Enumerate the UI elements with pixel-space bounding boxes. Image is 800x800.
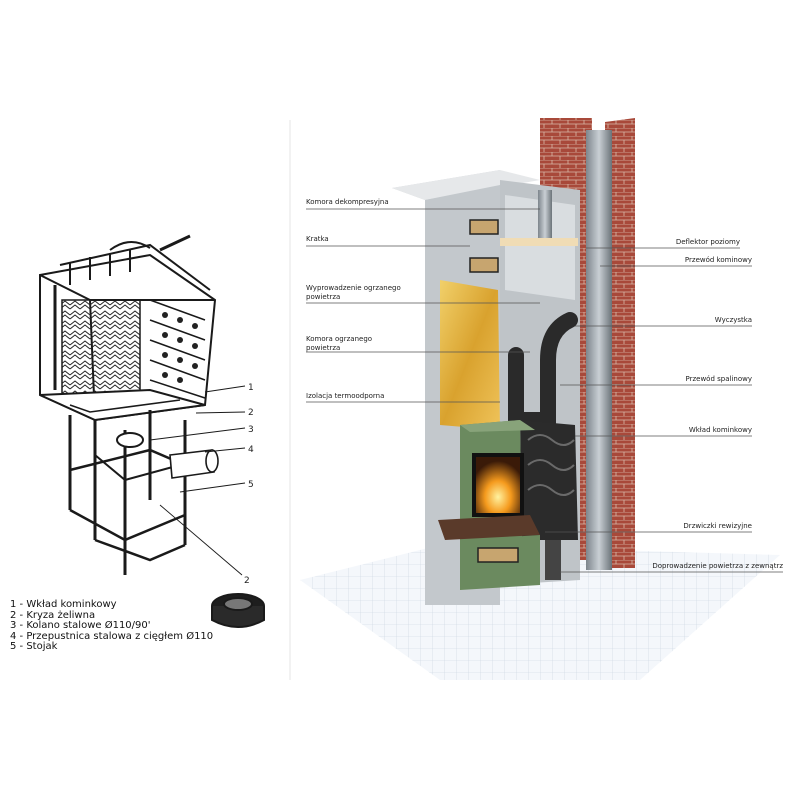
legend-item: 2 - Kryza żeliwna [10,609,96,621]
callout-label: Wyczystka [715,316,752,324]
brick-chimney-side [605,118,635,568]
legend-item: 5 - Stojak [10,641,58,652]
vent-grille [469,257,499,273]
part-number: 2 [244,576,250,586]
flue-pipe [586,130,612,570]
inspection-door [477,547,519,563]
tiled-floor [300,545,780,680]
part-numbers: 1 2 3 4 5 2 [244,383,254,586]
stove-door-fire [472,453,524,517]
callout-label: Przewód spalinowy [686,375,753,383]
callout-label: Izolacja termoodporna [306,392,384,400]
callout-label: Wyprowadzenie ogrzanego [306,284,401,292]
part-number: 3 [248,425,254,435]
callout-leaders [306,208,783,573]
part-number: 2 [248,408,254,418]
legend-item: 1 - Wkład kominkowy [10,599,117,610]
part-number: 4 [248,445,254,455]
callouts-left: Komora dekompresyjna Kratka Wyprowadzeni… [306,198,401,400]
callout-label: Komora ogrzanego [306,335,372,343]
hearth-shelf [438,515,540,540]
detached-flange [211,593,265,628]
callouts-right: Deflektor poziomy Przewód kominowy Wyczy… [652,238,783,570]
callout-label: powietrza [306,344,340,352]
callout-label: Wkład kominkowy [689,426,752,434]
cutaway-fireplace [300,118,780,680]
callout-label: Przewód kominowy [685,256,752,264]
stove-body [520,420,578,540]
callout-label: powietrza [306,293,340,301]
callout-label: Doprowadzenie powietrza z zewnątrz [652,562,783,570]
parts-legend: 1 - Wkład kominkowy 2 - Kryza żeliwna 3 … [10,599,214,653]
callout-label: Komora dekompresyjna [306,198,389,206]
part-number: 5 [248,480,254,490]
callout-label: Kratka [306,235,329,243]
callout-label: Deflektor poziomy [676,238,740,246]
legend-item: 4 - Przepustnica stalowa z cięgłem Ø110 [10,630,214,642]
smoke-pipe [508,312,578,428]
part-number: 1 [248,383,254,393]
vent-grille [469,219,499,235]
legend-item: 3 - Kolano stalowe Ø110/90' [10,620,151,631]
callout-label: Drzwiczki rewizyjne [683,522,752,530]
insulation-panel [440,280,500,430]
exploded-insert-drawing [39,234,265,628]
